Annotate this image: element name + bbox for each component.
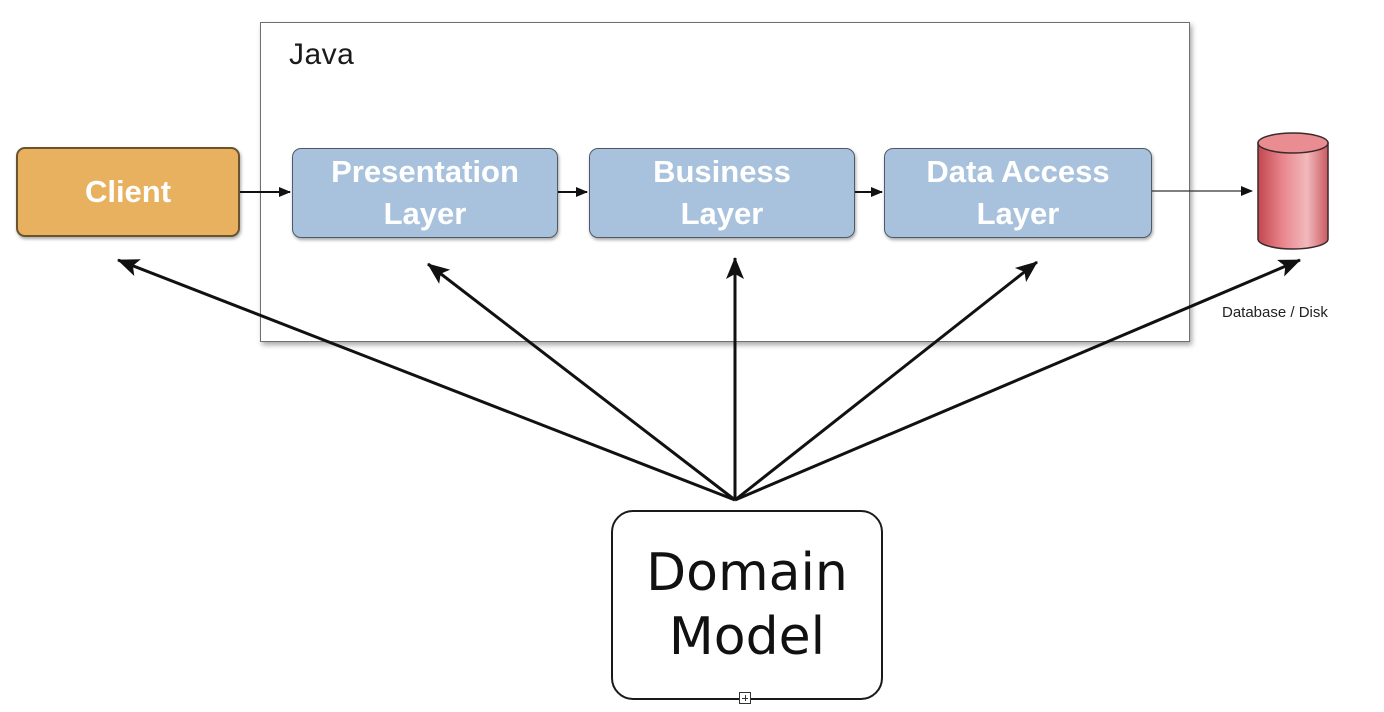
presentation-layer-node: Presentation Layer xyxy=(292,148,558,238)
client-node: Client xyxy=(16,147,240,237)
edge-domain-to-presentation xyxy=(427,262,736,502)
edge-domain-to-client xyxy=(117,258,736,502)
edge-domain-to-data-access xyxy=(734,260,1038,502)
database-label: Database / Disk xyxy=(1222,304,1328,321)
data-access-layer-node: Data Access Layer xyxy=(884,148,1152,238)
database-cylinder-icon xyxy=(1257,132,1329,250)
java-container-label: Java xyxy=(289,38,355,71)
expand-handle-icon[interactable] xyxy=(739,692,751,704)
business-layer-node: Business Layer xyxy=(589,148,855,238)
domain-model-node: Domain Model xyxy=(611,510,883,700)
edge-domain-to-database xyxy=(734,258,1301,502)
